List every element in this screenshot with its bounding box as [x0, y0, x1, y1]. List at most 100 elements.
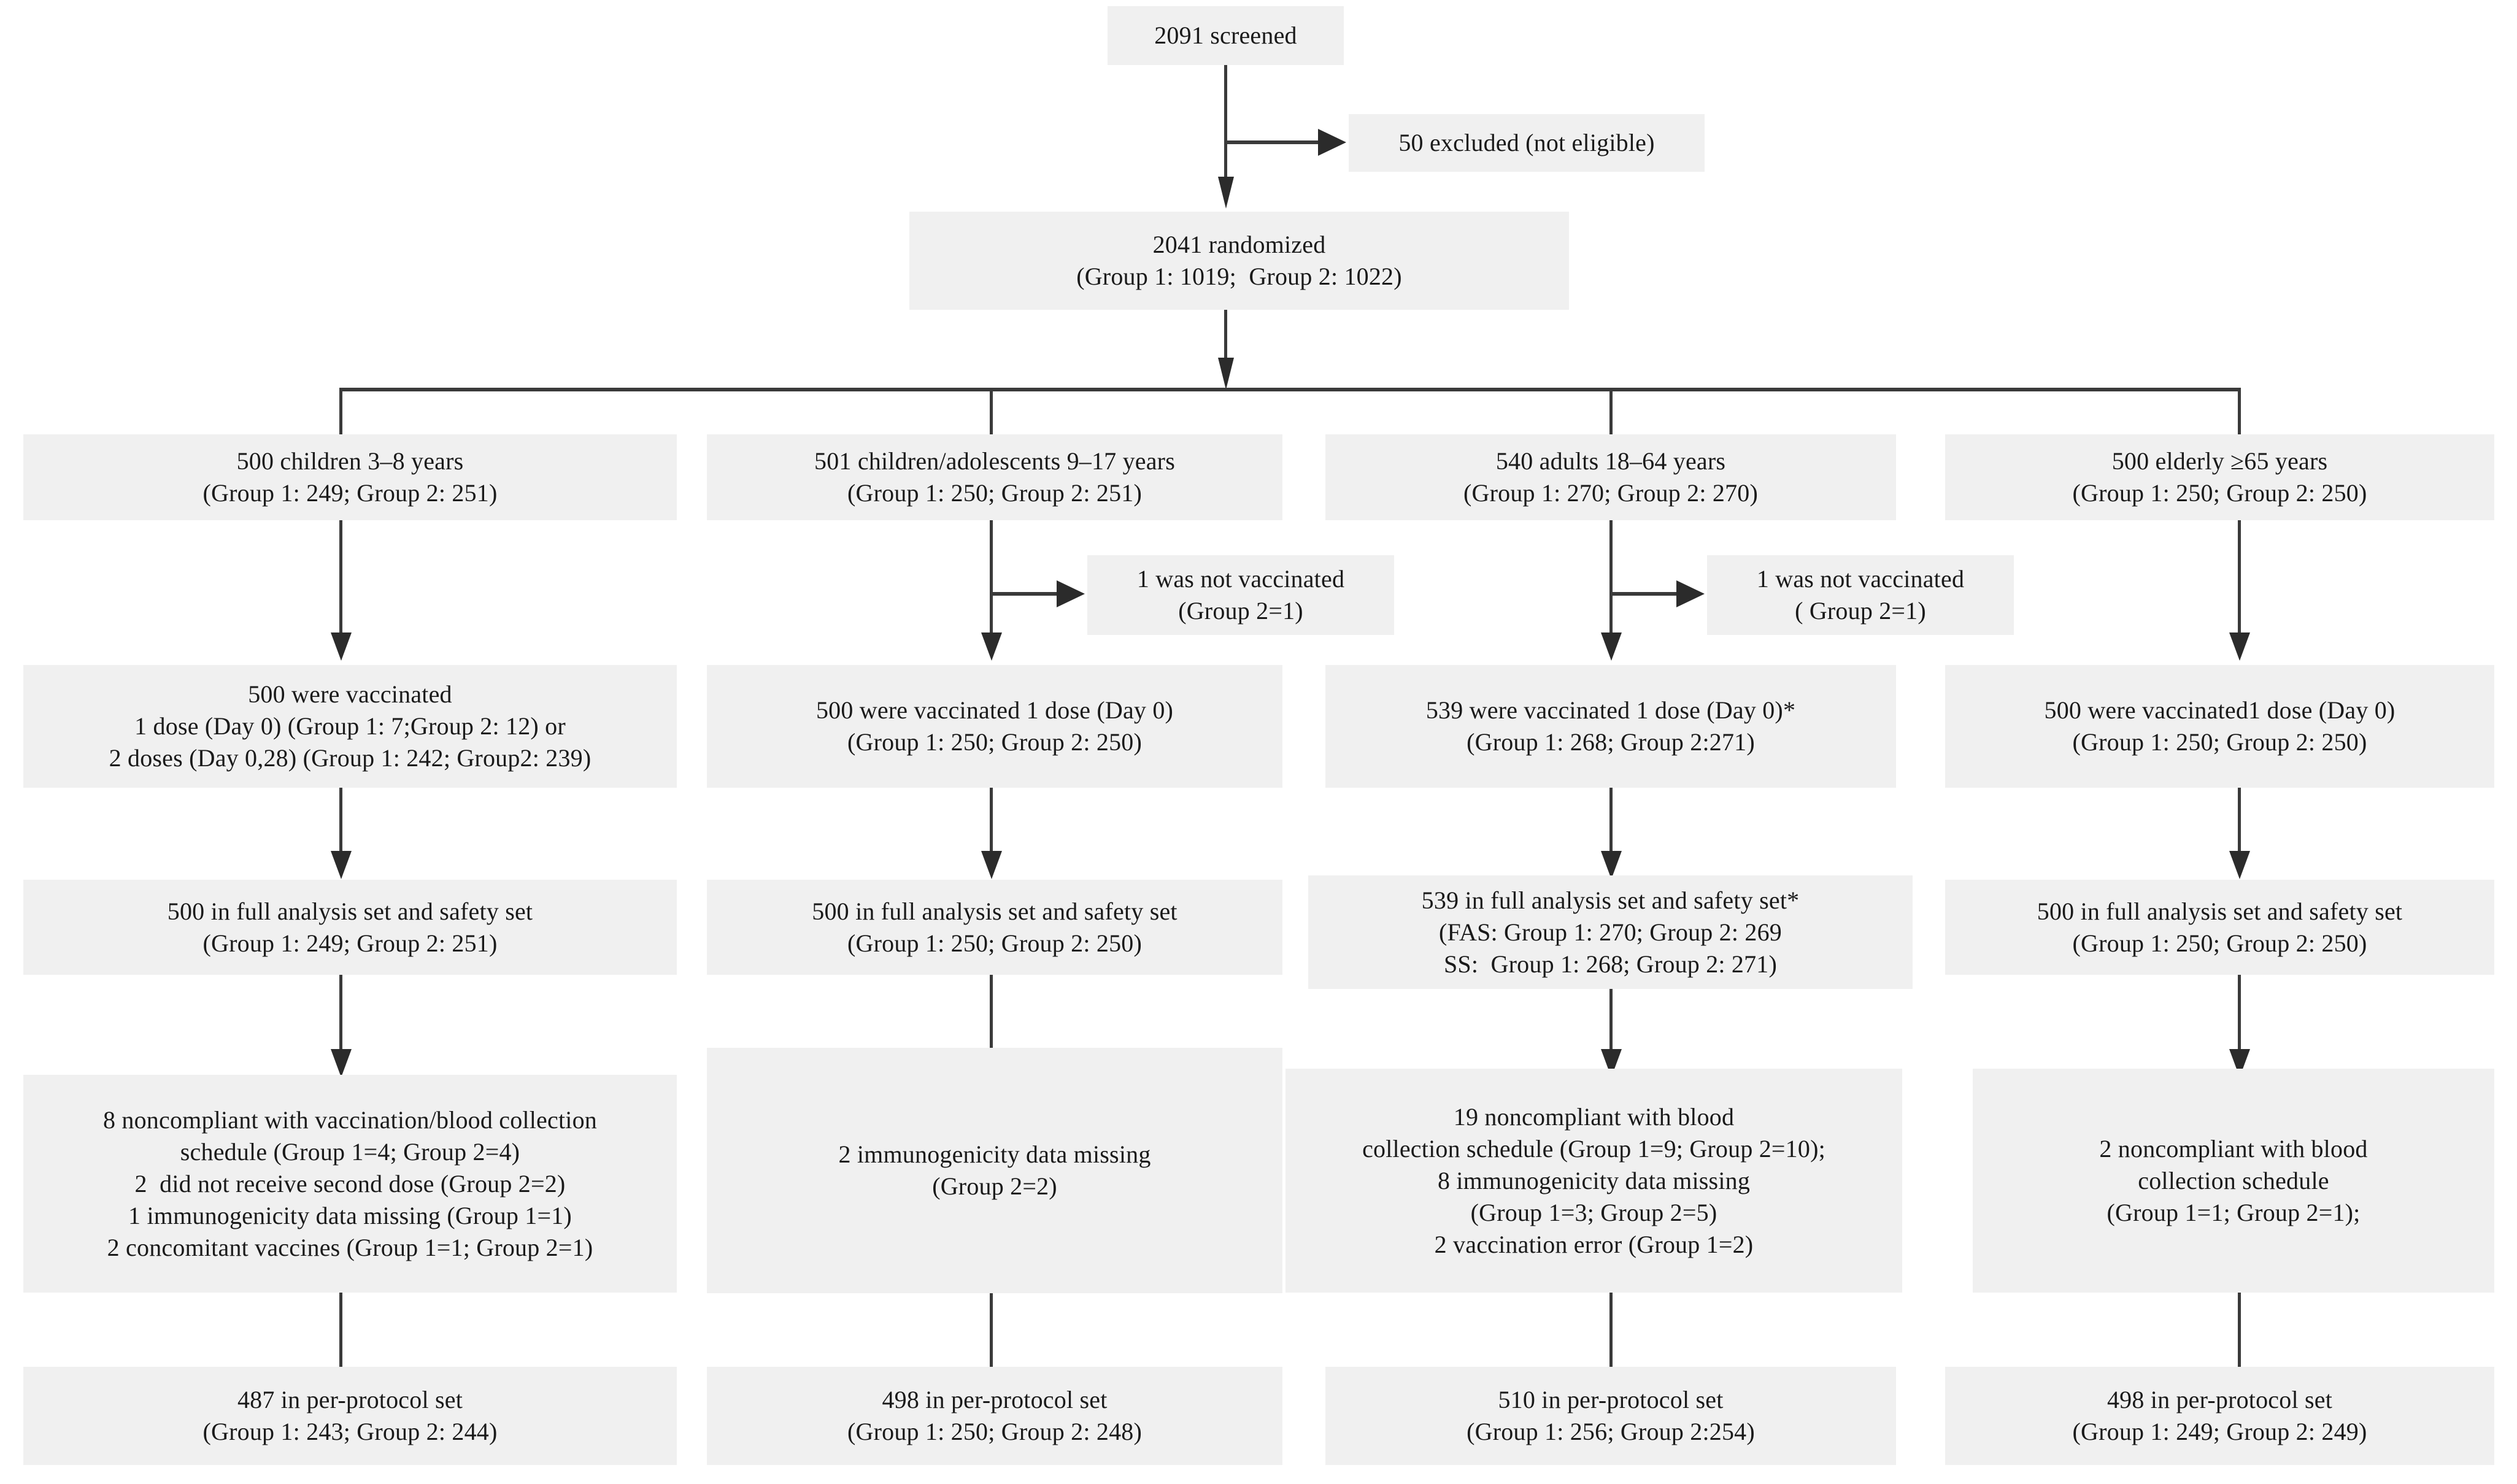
analysis-set-box-col-3: 539 in full analysis set and safety set*…	[1308, 875, 1913, 989]
cohort-box-col-1: 500 children 3–8 years (Group 1: 249; Gr…	[23, 434, 677, 520]
exclusion-line-5: 2 concomitant vaccines (Group 1=1; Group…	[107, 1233, 593, 1261]
arrowhead-col-4-vaccinated	[2229, 632, 2250, 661]
analysis-line-2: (Group 1: 250; Group 2: 250)	[2072, 929, 2367, 957]
vaccinated-line-1: 500 were vaccinated	[248, 680, 452, 708]
randomized-line-2: (Group 1: 1019; Group 2: 1022)	[1076, 263, 1402, 290]
arrowhead-col-2-vaccinated	[981, 632, 1002, 661]
per-protocol-line-2: (Group 1: 256; Group 2:254)	[1467, 1418, 1755, 1445]
arrowhead-to-randomized	[1218, 177, 1234, 209]
analysis-set-box-col-2: 500 in full analysis set and safety set …	[707, 880, 1282, 975]
vaccinated-box-col-4: 500 were vaccinated1 dose (Day 0) (Group…	[1945, 665, 2494, 788]
connector-col-2-analysis-to-exclusions	[990, 975, 993, 1051]
per-protocol-line-2: (Group 1: 249; Group 2: 249)	[2072, 1418, 2367, 1445]
cohort-box-col-3: 540 adults 18–64 years (Group 1: 270; Gr…	[1325, 434, 1896, 520]
exclusions-box-col-3: 19 noncompliant with blood collection sc…	[1285, 1069, 1902, 1293]
connector-screened-down	[1224, 65, 1227, 144]
connector-col-4-analysis-to-exclusions	[2238, 975, 2241, 1051]
arrowhead-col-3-analysis	[1601, 851, 1622, 879]
connector-randomized-down	[1224, 310, 1227, 365]
randomized-line-1: 2041 randomized	[1152, 231, 1326, 258]
exclusions-box-col-4: 2 noncompliant with blood collection sch…	[1973, 1069, 2494, 1293]
exclusions-box-col-2: 2 immunogenicity data missing (Group 2=2…	[707, 1048, 1282, 1293]
arrowhead-col-1-analysis	[331, 851, 352, 879]
vaccinated-box-col-1: 500 were vaccinated 1 dose (Day 0) (Grou…	[23, 665, 677, 788]
connector-col-4-cohort-to-vaccinated	[2238, 520, 2241, 634]
cohort-box-col-4: 500 elderly ≥65 years (Group 1: 250; Gro…	[1945, 434, 2494, 520]
exclusion-line-3: (Group 1=1; Group 2=1);	[2106, 1198, 2361, 1226]
vaccinated-line-3: 2 doses (Day 0,28) (Group 1: 242; Group2…	[109, 744, 592, 772]
connector-screened-to-randomized	[1224, 140, 1227, 177]
connector-col-2-exclusions-to-pp	[990, 1293, 993, 1373]
connector-col-3-analysis-to-exclusions	[1609, 989, 1613, 1053]
analysis-line-2: (FAS: Group 1: 270; Group 2: 269	[1439, 918, 1782, 946]
not-vaccinated-line-1: 1 was not vaccinated	[1136, 565, 1345, 593]
connector-col-4-exclusions-to-pp	[2238, 1293, 2241, 1372]
analysis-line-1: 500 in full analysis set and safety set	[2037, 897, 2403, 925]
analysis-line-1: 500 in full analysis set and safety set	[812, 897, 1178, 925]
cohort-line-1: 540 adults 18–64 years	[1495, 447, 1726, 475]
exclusion-line-1: 8 noncompliant with vaccination/blood co…	[103, 1105, 597, 1134]
connector-col-1-exclusions-to-pp	[339, 1293, 342, 1372]
exclusion-line-1: 2 noncompliant with blood	[2099, 1134, 2368, 1163]
cohort-line-1: 501 children/adolescents 9–17 years	[814, 447, 1175, 475]
cohort-line-2: (Group 1: 250; Group 2: 250)	[2072, 479, 2367, 507]
per-protocol-line-1: 498 in per-protocol set	[882, 1386, 1108, 1413]
analysis-line-1: 500 in full analysis set and safety set	[167, 897, 533, 925]
bus-drop-col-2	[990, 388, 993, 442]
exclusion-line-2: collection schedule (Group 1=9; Group 2=…	[1362, 1134, 1825, 1163]
connector-col-3-to-not-vaccinated	[1611, 592, 1679, 596]
connector-col-3-vaccinated-to-analysis	[1609, 788, 1613, 852]
vaccinated-line-2: (Group 1: 268; Group 2:271)	[1467, 728, 1755, 756]
exclusion-line-2: collection schedule	[2138, 1166, 2329, 1194]
connector-col-1-cohort-to-vaccinated	[339, 520, 342, 634]
analysis-set-box-col-1: 500 in full analysis set and safety set …	[23, 880, 677, 975]
exclusion-line-1: 2 immunogenicity data missing	[838, 1140, 1151, 1168]
per-protocol-line-1: 510 in per-protocol set	[1498, 1386, 1724, 1413]
arrowhead-col-2-not-vaccinated	[1057, 580, 1085, 607]
exclusion-line-2: schedule (Group 1=4; Group 2=4)	[180, 1137, 520, 1166]
vaccinated-line-2: (Group 1: 250; Group 2: 250)	[847, 728, 1142, 756]
randomized-box: 2041 randomized (Group 1: 1019; Group 2:…	[909, 212, 1569, 310]
per-protocol-box-col-4: 498 in per-protocol set (Group 1: 249; G…	[1945, 1367, 2494, 1465]
vaccinated-line-1: 500 were vaccinated1 dose (Day 0)	[2044, 696, 2396, 724]
arrowhead-col-1-vaccinated	[331, 632, 352, 661]
cohort-line-2: (Group 1: 270; Group 2: 270)	[1463, 479, 1758, 507]
connector-col-4-vaccinated-to-analysis	[2238, 788, 2241, 852]
per-protocol-line-2: (Group 1: 243; Group 2: 244)	[202, 1418, 498, 1445]
vaccinated-box-col-2: 500 were vaccinated 1 dose (Day 0) (Grou…	[707, 665, 1282, 788]
excluded-box: 50 excluded (not eligible)	[1349, 114, 1705, 172]
connector-col-3-exclusions-to-pp	[1609, 1293, 1613, 1372]
per-protocol-line-1: 498 in per-protocol set	[2106, 1386, 2333, 1413]
cohort-line-1: 500 children 3–8 years	[236, 447, 464, 475]
per-protocol-line-2: (Group 1: 250; Group 2: 248)	[847, 1418, 1142, 1445]
analysis-line-2: (Group 1: 249; Group 2: 251)	[202, 929, 498, 957]
cohort-line-2: (Group 1: 250; Group 2: 251)	[847, 479, 1142, 507]
analysis-line-2: (Group 1: 250; Group 2: 250)	[847, 929, 1142, 957]
vaccinated-line-2: 1 dose (Day 0) (Group 1: 7;Group 2: 12) …	[134, 712, 566, 740]
cohort-line-2: (Group 1: 249; Group 2: 251)	[202, 479, 498, 507]
bus-drop-col-4	[2238, 388, 2241, 442]
exclusion-line-5: 2 vaccination error (Group 1=2)	[1434, 1230, 1754, 1258]
per-protocol-line-1: 487 in per-protocol set	[237, 1386, 463, 1413]
arrowhead-col-1-exclusions	[331, 1049, 352, 1077]
arrowhead-col-3-vaccinated	[1601, 632, 1622, 661]
per-protocol-box-col-2: 498 in per-protocol set (Group 1: 250; G…	[707, 1367, 1282, 1465]
screened-line-1: 2091 screened	[1154, 21, 1297, 49]
analysis-line-3: SS: Group 1: 268; Group 2: 271)	[1443, 950, 1778, 978]
connector-col-2-cohort-to-vaccinated	[990, 520, 993, 634]
bus-drop-col-1	[339, 388, 342, 442]
cohort-line-1: 500 elderly ≥65 years	[2111, 447, 2328, 475]
per-protocol-box-col-1: 487 in per-protocol set (Group 1: 243; G…	[23, 1367, 677, 1465]
exclusion-line-4: 1 immunogenicity data missing (Group 1=1…	[128, 1201, 572, 1229]
screened-box: 2091 screened	[1108, 6, 1344, 65]
cohort-box-col-2: 501 children/adolescents 9–17 years (Gro…	[707, 434, 1282, 520]
exclusion-line-3: 2 did not receive second dose (Group 2=2…	[134, 1169, 566, 1198]
connector-col-2-vaccinated-to-analysis	[990, 788, 993, 852]
vaccinated-line-2: (Group 1: 250; Group 2: 250)	[2072, 728, 2367, 756]
exclusion-line-2: (Group 2=2)	[932, 1172, 1057, 1200]
connector-col-2-to-not-vaccinated	[992, 592, 1059, 596]
exclusions-box-col-1: 8 noncompliant with vaccination/blood co…	[23, 1075, 677, 1293]
connector-col-3-cohort-to-vaccinated	[1609, 520, 1613, 634]
not-vaccinated-box-col-3: 1 was not vaccinated ( Group 2=1)	[1707, 555, 2014, 635]
